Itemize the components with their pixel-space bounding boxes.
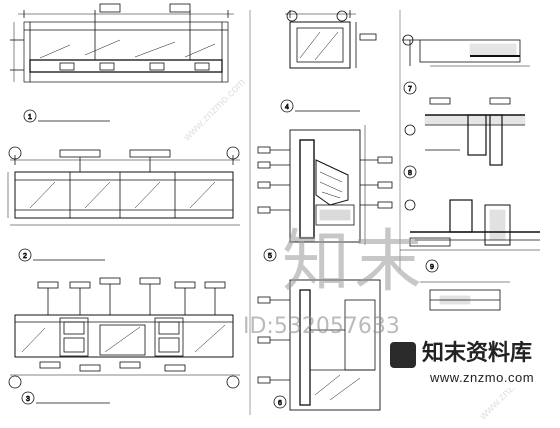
section-caption: 5 xyxy=(263,248,277,262)
detail-2 xyxy=(404,97,526,166)
detail-3-number: 9 xyxy=(430,264,434,271)
front-caption-number: 2 xyxy=(23,253,27,260)
tall-section xyxy=(257,279,381,411)
section-number: 5 xyxy=(268,253,272,260)
detail-2-caption: 8 xyxy=(403,165,417,179)
back-elevation-caption: 3 xyxy=(21,391,110,405)
plan-view xyxy=(10,3,234,83)
detail-1 xyxy=(402,34,530,67)
back-elevation xyxy=(8,277,240,389)
tall-section-number: 6 xyxy=(278,400,282,407)
small-plan-number: 4 xyxy=(285,104,289,111)
front-elevation xyxy=(7,146,240,226)
detail-2-number: 8 xyxy=(408,170,412,177)
detail-3-caption: 9 xyxy=(425,259,439,273)
section-center xyxy=(257,125,393,245)
detail-4 xyxy=(420,281,510,311)
tall-section-caption: 6 xyxy=(273,395,287,409)
small-plan xyxy=(285,10,377,69)
plan-caption: 1 xyxy=(23,109,110,123)
back-caption-number: 3 xyxy=(26,396,30,403)
front-elevation-caption: 2 xyxy=(18,248,105,262)
detail-3 xyxy=(400,199,540,251)
plan-caption-number: 1 xyxy=(28,114,32,121)
detail-1-number: 7 xyxy=(408,86,412,93)
detail-1-caption: 7 xyxy=(403,81,417,95)
small-plan-caption: 4 xyxy=(280,99,360,113)
